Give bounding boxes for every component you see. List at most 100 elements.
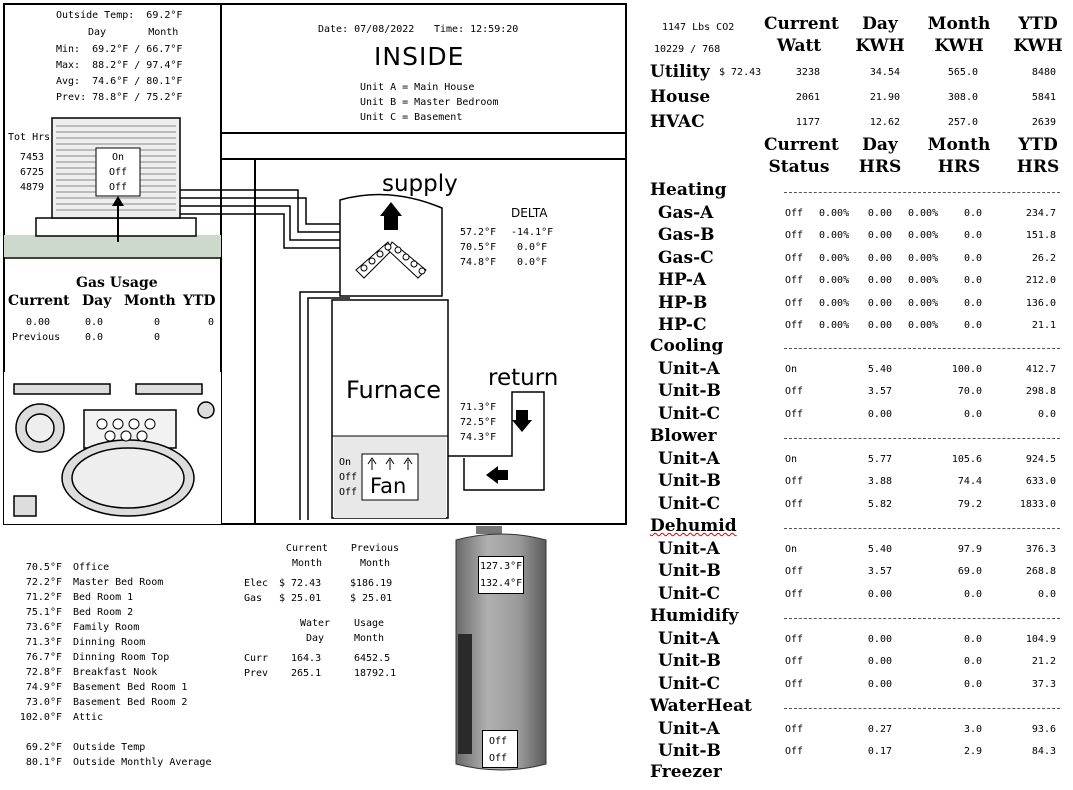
gas-current-day: 0.0 [85, 317, 104, 328]
status-row-state: Off [785, 498, 804, 510]
status-row-ytd: 26.2 [1031, 252, 1056, 264]
supply-plenum [339, 193, 443, 297]
water-heater-state-2: Off [489, 753, 508, 764]
status-row-day: 0.00 [867, 656, 892, 668]
energy-col-subheader: Watt [776, 36, 822, 56]
status-col-subheader: HRS [937, 157, 981, 177]
room-temp: 73.6°F [25, 622, 62, 633]
status-row-month: 97.9 [957, 544, 982, 555]
status-col-subheader: HRS [858, 157, 902, 177]
status-row-day-pct: 0.00% [819, 230, 850, 242]
status-row-label: Gas-A [658, 203, 714, 223]
energy-row-value: 8480 [1031, 67, 1056, 78]
status-row-label: Unit-C [658, 673, 721, 694]
outside-max: Max: 88.2°F / 97.4°F [56, 60, 183, 71]
section-divider [784, 348, 1060, 349]
status-row-state: Off [785, 252, 804, 264]
delta-a: -14.1°F [511, 227, 554, 238]
room-name: Dinning Room [73, 637, 146, 648]
cost-previous-hdr-1: Previous [350, 543, 400, 554]
status-row-month: 105.6 [951, 454, 982, 465]
status-row-label: Unit-A [658, 629, 720, 649]
status-row-day: 0.00 [867, 208, 892, 219]
status-row-day: 0.00 [867, 678, 892, 690]
return-label: return [488, 365, 559, 391]
status-row-label: Unit-B [658, 741, 721, 762]
ac-condenser-unit [35, 117, 197, 242]
status-row-label: Unit-B [658, 561, 721, 582]
status-row-ytd: 0.0 [1037, 588, 1056, 600]
status-row-day: 5.82 [867, 498, 892, 510]
status-row-month-pct: 0.00% [908, 252, 939, 264]
status-row-label: Unit-C [658, 403, 721, 424]
status-row-day: 0.00 [867, 320, 892, 331]
status-row-month-pct: 0.00% [908, 208, 939, 219]
cost-previous-hdr-2: Month [359, 558, 391, 569]
energy-row-label: Utility [650, 62, 710, 82]
status-row-label: Unit-B [658, 651, 721, 672]
energy-row-value: 1177 [795, 117, 820, 128]
status-row-state: Off [785, 566, 804, 578]
status-row-month-pct: 0.00% [908, 320, 939, 331]
status-col-header: Current [764, 135, 839, 155]
outside-avg: Avg: 74.6°F / 80.1°F [56, 76, 183, 87]
gas-header-current: Current [8, 293, 70, 309]
status-section-title: Heating [650, 180, 727, 200]
energy-col-header: Current [764, 14, 839, 34]
status-row-day-pct: 0.00% [819, 320, 850, 331]
energy-row-value: 2061 [795, 92, 820, 103]
status-row-day: 5.40 [867, 544, 892, 555]
fan-state-a: On [339, 457, 352, 468]
section-divider [784, 438, 1060, 439]
elec-previous: $186.19 [350, 578, 393, 589]
water-prev-label: Prev [244, 668, 269, 679]
status-row-month: 2.9 [963, 746, 982, 758]
room-temp: 102.0°F [19, 712, 62, 723]
water-curr-day: 164.3 [291, 653, 322, 664]
status-row-ytd: 924.5 [1025, 454, 1056, 465]
status-row-month-pct: 0.00% [908, 275, 939, 287]
status-row-ytd: 93.6 [1031, 724, 1056, 735]
status-row-day: 3.57 [867, 566, 892, 578]
energy-row-value: 3238 [795, 67, 820, 78]
status-row-label: Gas-B [658, 225, 715, 246]
energy-row-value: 5841 [1031, 92, 1056, 103]
return-temp-a: 71.3°F [460, 402, 497, 413]
status-row-ytd: 412.7 [1025, 364, 1056, 375]
gas-meter [4, 372, 221, 524]
status-row-month: 3.0 [963, 724, 982, 735]
return-duct [448, 391, 545, 491]
room-name: Office [73, 562, 110, 573]
status-col-header: Month [927, 135, 991, 155]
status-row-month-pct: 0.00% [908, 230, 939, 242]
status-row-month: 0.0 [963, 588, 982, 600]
status-row-label: HP-B [658, 292, 708, 313]
ac-state-b: Off [108, 167, 128, 178]
status-row-ytd: 0.0 [1037, 408, 1056, 420]
status-row-ytd: 21.2 [1031, 656, 1056, 668]
room-name: Attic [73, 712, 104, 723]
status-row-day-pct: 0.00% [819, 252, 850, 264]
status-row-ytd: 234.7 [1025, 208, 1056, 219]
status-row-month: 0.0 [963, 297, 982, 309]
status-row-day: 3.88 [867, 476, 892, 488]
status-row-label: Unit-C [658, 583, 721, 604]
return-temp-c: 74.3°F [460, 432, 497, 443]
room-name: Basement Bed Room 2 [73, 697, 188, 708]
unit-c-legend: Unit C = Basement [360, 112, 463, 123]
time-display: Time: 12:59:20 [434, 24, 519, 35]
status-row-day: 0.00 [867, 252, 892, 264]
gas-previous-month: 0 [154, 332, 161, 343]
outside-temp-line: Outside Temp: 69.2°F [56, 10, 183, 21]
status-row-day-pct: 0.00% [819, 297, 850, 309]
section-divider [784, 528, 1060, 529]
status-row-day: 0.27 [867, 724, 892, 735]
energy-col-header: Month [927, 14, 991, 34]
ac-state-a: On [111, 152, 125, 163]
supply-temp-b: 70.5°F [460, 242, 497, 253]
room-name: Bed Room 2 [73, 607, 134, 618]
status-row-ytd: 268.8 [1025, 566, 1056, 578]
energy-col-subheader: KWH [934, 36, 984, 56]
energy-row-cost: $ 72.43 [719, 67, 762, 78]
water-heater-state-box [482, 730, 518, 768]
